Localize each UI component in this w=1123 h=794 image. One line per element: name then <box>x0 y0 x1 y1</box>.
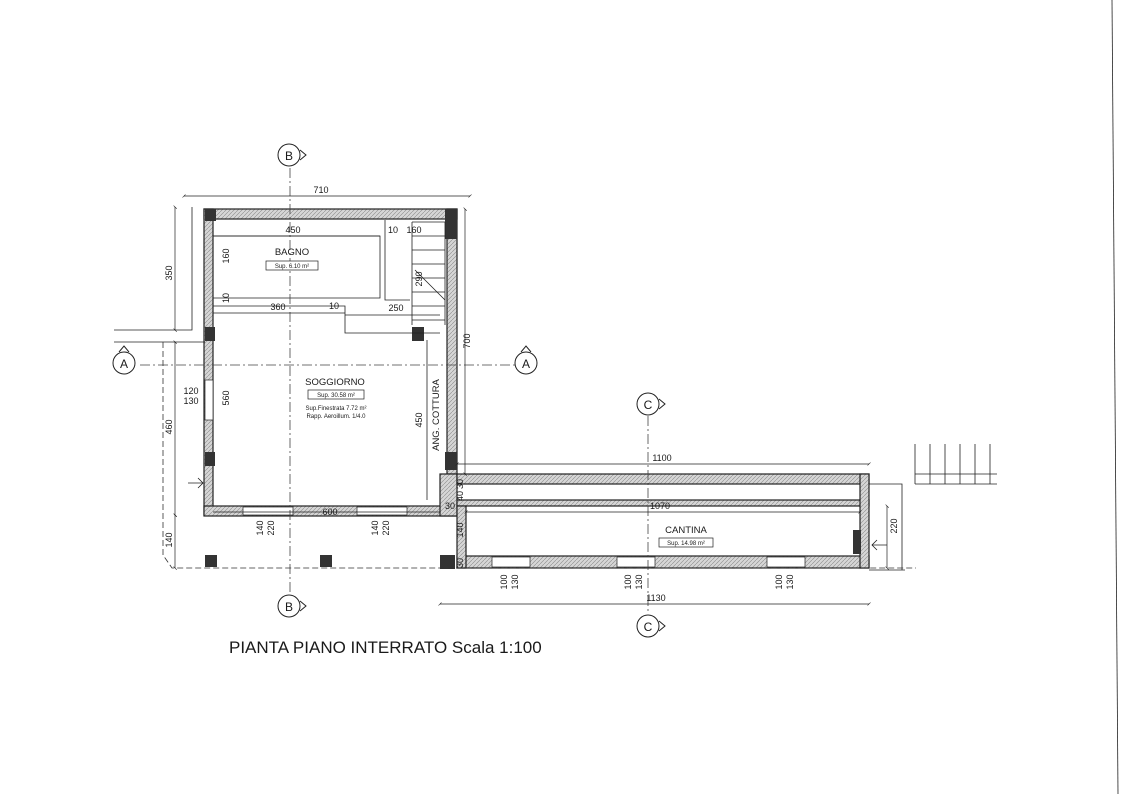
dim-right-700: 700 <box>462 333 472 348</box>
dim-window-120: 120 <box>183 386 198 396</box>
room-area-soggiorno: Sup. 30.58 m² <box>317 393 355 399</box>
dim-cantina-window1-100: 100 <box>499 574 509 589</box>
dim-cantina-1070: 1070 <box>650 501 670 511</box>
dim-window-right-220: 220 <box>381 520 391 535</box>
dim-cantina-1100: 1100 <box>652 453 671 463</box>
dimension-lines <box>175 196 887 604</box>
dim-cantina-140: 140 <box>455 522 465 537</box>
section-label-b: B <box>285 149 293 163</box>
room-area-bagno: Sup. 6.10 m² <box>275 264 309 270</box>
dim-cantina-window3-100: 100 <box>774 574 784 589</box>
room-name-soggiorno: SOGGIORNO <box>305 377 365 388</box>
dim-bottom-600: 600 <box>322 507 337 517</box>
section-label-c: C <box>644 620 653 634</box>
section-label-c: C <box>644 398 653 412</box>
room-angolo-cottura: ANG. COTTURA <box>431 378 442 450</box>
dim-cantina-220: 220 <box>889 518 899 533</box>
dim-bagno-width: 450 <box>285 225 300 235</box>
dim-cantina-30-c: 30 <box>455 558 465 568</box>
dim-bottom-1130: 1130 <box>646 593 665 603</box>
dim-360: 360 <box>270 302 285 312</box>
room-soggiorno: SOGGIORNO Sup. 30.58 m² Sup.Finestrata 7… <box>305 377 366 420</box>
section-label-b: B <box>285 600 293 614</box>
dim-10-a: 10 <box>388 225 398 235</box>
section-label-a: A <box>120 357 128 371</box>
dim-left-350: 350 <box>164 265 174 280</box>
section-lines <box>140 168 916 612</box>
dim-top-width: 710 <box>313 185 328 195</box>
room-name-cantina: CANTINA <box>665 525 707 536</box>
section-marker-a-left: A <box>112 345 136 375</box>
dim-cantina-30-a: 30 <box>455 479 465 489</box>
dim-290: 290 <box>414 271 424 286</box>
dim-160-top: 160 <box>406 225 421 235</box>
dim-window-130: 130 <box>183 396 198 406</box>
room-name-angolo-cottura: ANG. COTTURA <box>431 378 442 450</box>
dim-10-c: 10 <box>329 301 339 311</box>
dim-window-left-140: 140 <box>255 520 265 535</box>
dim-cantina-30-b: 30 <box>445 501 455 511</box>
walls-upper-block <box>188 208 458 517</box>
section-marker-b-top: B <box>277 143 307 167</box>
dim-cantina-window2-100: 100 <box>623 574 633 589</box>
dim-cantina-40: 40 <box>455 491 465 501</box>
section-label-a: A <box>522 357 530 371</box>
dim-cantina-window2-130: 130 <box>634 574 644 589</box>
dim-450: 450 <box>414 412 424 427</box>
room-bagno: BAGNO Sup. 6.10 m² <box>265 247 319 271</box>
dim-cantina-window1-130: 130 <box>510 574 520 589</box>
dim-window-left-220: 220 <box>266 520 276 535</box>
room-ratio-soggiorno: Rapp. Aeroillum. 1/4.0 <box>306 414 366 420</box>
section-marker-a-right: A <box>514 345 538 375</box>
room-window-area-soggiorno: Sup.Finestrata 7.72 m² <box>305 406 366 412</box>
room-cantina: CANTINA Sup. 14.98 m² <box>658 525 714 548</box>
dim-window-right-140: 140 <box>370 520 380 535</box>
section-marker-c-bottom: C <box>636 614 666 638</box>
room-name-bagno: BAGNO <box>275 247 309 258</box>
walls-cantina <box>114 207 997 571</box>
dim-560: 560 <box>221 390 231 405</box>
dim-10-b: 10 <box>221 293 231 303</box>
section-marker-b-bottom: B <box>277 594 307 618</box>
section-marker-c-top: C <box>636 392 666 416</box>
dim-left-140: 140 <box>164 532 174 547</box>
dim-250: 250 <box>388 303 403 313</box>
scan-edge-line <box>1111 0 1119 794</box>
dimension-labels: 710 450 10 160 160 10 290 360 10 250 350… <box>164 185 899 603</box>
dim-bagno-height: 160 <box>221 248 231 263</box>
drawing-title: PIANTA PIANO INTERRATO Scala 1:100 <box>229 638 542 657</box>
room-area-cantina: Sup. 14.98 m² <box>667 541 705 547</box>
dim-cantina-window3-130: 130 <box>785 574 795 589</box>
dim-left-460: 460 <box>164 419 174 434</box>
